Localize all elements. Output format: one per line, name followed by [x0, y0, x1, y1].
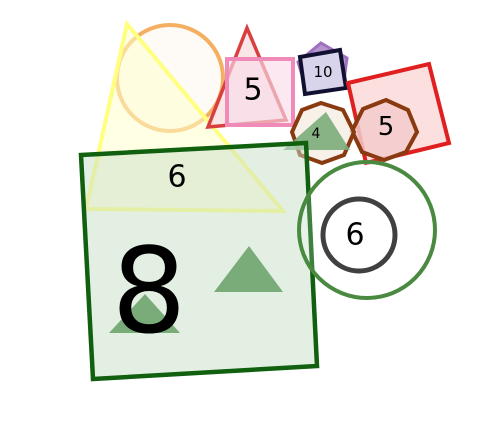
gray-ring: [320, 196, 398, 274]
pink-square: [225, 57, 295, 127]
triangle-label: 6: [167, 160, 186, 195]
red-square-label: 5: [378, 112, 395, 142]
dark-square: [297, 47, 349, 97]
pink-square-label: 5: [243, 73, 262, 108]
small-green-triangle: [283, 112, 350, 150]
heptagon-small-label: 4: [312, 126, 321, 142]
big-square-label: 8: [111, 222, 186, 360]
green-triangle-left: [109, 294, 180, 333]
green-triangle-right: [214, 246, 283, 292]
dark-square-label: 10: [313, 63, 332, 81]
brown-heptagon-large: [349, 97, 420, 163]
ring-label: 6: [345, 218, 364, 253]
